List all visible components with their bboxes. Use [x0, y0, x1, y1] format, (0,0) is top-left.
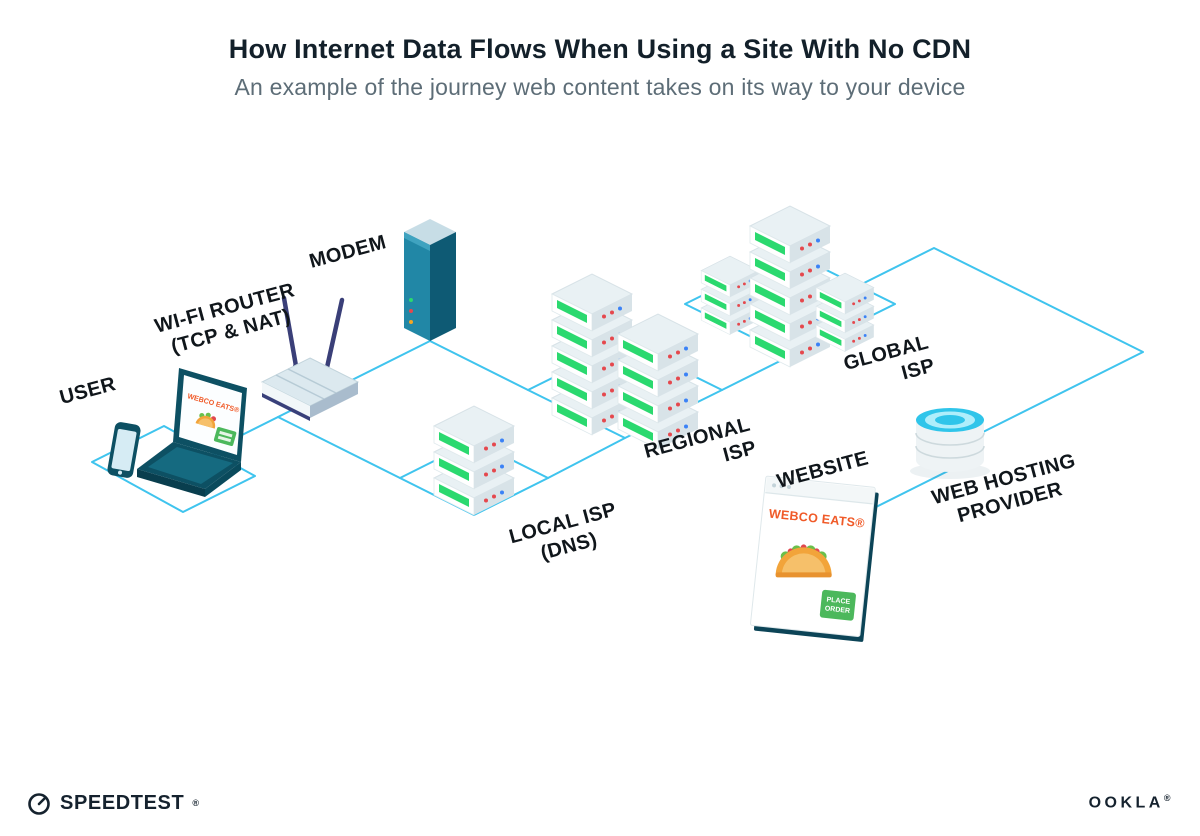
- line-global-to-hosting: [857, 247, 1144, 444]
- router-antenna-right: [323, 297, 345, 375]
- browser-dot-icon: [772, 483, 777, 488]
- place-order-button-line2: ORDER: [824, 605, 850, 615]
- line-modem-to-regional-isp: [429, 340, 529, 391]
- website-taco-graphic: [775, 544, 832, 578]
- header: How Internet Data Flows When Using a Sit…: [0, 34, 1200, 101]
- wifi-router-illustration: [260, 295, 360, 421]
- global-isp-servers: [700, 205, 875, 368]
- website-browser-illustration: WEBCO EATS® PLACE ORDER: [750, 475, 879, 642]
- router-antenna-left: [281, 295, 299, 369]
- ookla-trademark: ®: [1163, 793, 1174, 804]
- laptop-order-badge: [213, 427, 237, 447]
- speedtest-trademark: ®: [192, 798, 199, 808]
- speedtest-gauge-icon: [28, 793, 50, 815]
- smartphone-illustration: [107, 422, 141, 478]
- place-order-button-line1: PLACE: [826, 597, 851, 606]
- line-local-to-regional-isp: [547, 437, 626, 479]
- speedtest-logo: SPEEDTEST ®: [26, 790, 199, 816]
- regional-isp-servers: [551, 273, 699, 450]
- local-isp-servers: [433, 405, 515, 516]
- page-subtitle: An example of the journey web content ta…: [234, 74, 966, 100]
- line-branch-to-local-isp: [277, 416, 401, 479]
- ookla-wordmark: OOKLA: [1088, 794, 1164, 812]
- user-laptop-illustration: WEBCO EATS®: [107, 368, 247, 497]
- line-hosting-to-website: [867, 469, 951, 512]
- speedtest-wordmark: SPEEDTEST: [60, 791, 185, 814]
- ookla-logo: OOKLA®: [1089, 793, 1174, 812]
- user-platform-outline: [91, 425, 256, 513]
- browser-top-bar: [765, 477, 875, 504]
- page-title: How Internet Data Flows When Using a Sit…: [228, 34, 972, 64]
- web-hosting-database-illustration: [910, 408, 990, 479]
- laptop-taco-graphic: [195, 412, 217, 429]
- browser-dot-icon: [779, 484, 784, 489]
- browser-dot-icon: [786, 484, 791, 489]
- place-order-button: PLACE ORDER: [819, 589, 856, 621]
- modem-illustration: [404, 219, 456, 341]
- footer: SPEEDTEST® OOKLA®: [0, 786, 1200, 820]
